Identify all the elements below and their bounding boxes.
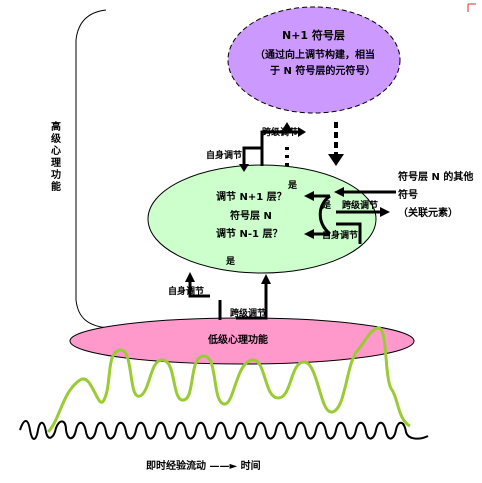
right-curve-bracket xyxy=(318,194,332,236)
other-symbols-arrow xyxy=(334,187,396,197)
top-layer-desc-line2: 于 N 符号层的元符号） xyxy=(270,66,376,77)
label-yes-right: 是 xyxy=(322,201,332,211)
middle-layer-line3: 调节 N-1 层？ xyxy=(216,229,283,240)
self-regulation-bottom-arrow xyxy=(185,272,210,298)
label-self-regulation-bottom: 自身调节 xyxy=(168,287,205,297)
right-arrows xyxy=(304,191,330,239)
dashed-down-arrow xyxy=(328,122,344,166)
side-bracket-label: 高级心理功能 xyxy=(51,122,61,193)
middle-layer-line2: 符号层 N xyxy=(230,211,272,222)
label-self-regulation-right: 自身调节 xyxy=(322,231,359,241)
footer-left: 即时经验流动 xyxy=(146,461,206,472)
label-yes-bottom: 是 xyxy=(226,257,236,267)
black-scribble xyxy=(19,420,429,440)
side-bracket xyxy=(75,9,109,329)
label-yes-top: 是 xyxy=(288,181,298,191)
self-regulation-top-arrow xyxy=(239,146,262,172)
footer-arrow: ——► xyxy=(209,461,238,472)
bottom-layer-label: 低级心理功能 xyxy=(208,335,268,346)
cross-level-bottom-arrow xyxy=(236,274,271,320)
green-experience-wave xyxy=(46,326,411,434)
cross-level-top-arrow xyxy=(260,127,306,166)
self-regulation-right-arrow xyxy=(336,222,362,244)
top-layer-title: N+1 符号层 xyxy=(282,29,345,42)
other-symbols-line3: （关联元素） xyxy=(398,208,458,219)
footer-right: 时间 xyxy=(240,461,261,472)
dotted-up-arrow xyxy=(281,122,293,166)
label-cross-level-bottom: 跨级调节 xyxy=(230,309,267,319)
other-symbols-line1: 符号层 N 的其他 xyxy=(398,172,474,183)
cross-level-right-arrow xyxy=(336,207,390,217)
middle-layer-line1: 调节 N+1 层？ xyxy=(216,192,287,203)
corner-marker xyxy=(467,3,476,12)
top-layer-ellipse xyxy=(227,6,401,114)
label-cross-level-top: 跨级调节 xyxy=(262,128,299,138)
footer-time-axis: 即时经验流动 ——► 时间 xyxy=(146,461,261,473)
label-self-regulation-top: 自身调节 xyxy=(206,151,243,161)
other-symbols-line2: 符号 xyxy=(398,190,418,201)
label-cross-level-right: 跨级调节 xyxy=(342,201,379,211)
top-layer-desc-line1: （通过向上调节构建，相当 xyxy=(255,50,375,61)
